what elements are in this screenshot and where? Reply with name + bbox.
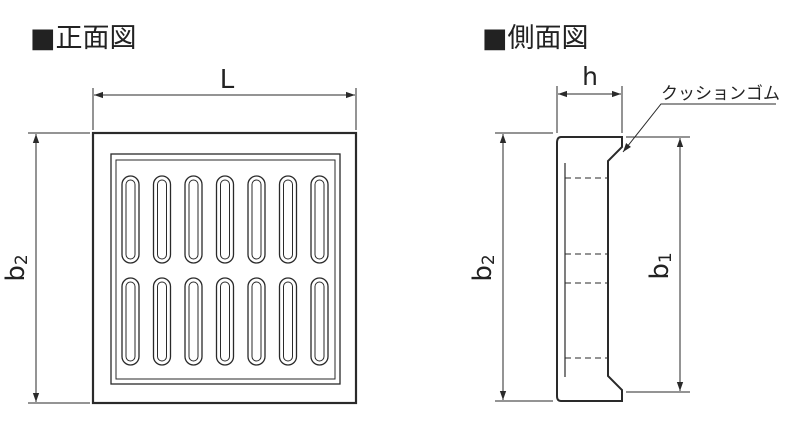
- cushion-rubber-label: クッションゴム: [661, 83, 780, 104]
- side-view-title: ■側面図: [482, 23, 589, 54]
- grate-slot-inner: [251, 179, 262, 260]
- grate-slot: [278, 277, 298, 366]
- grate-slot-inner: [314, 179, 325, 260]
- grate-slot: [215, 175, 235, 264]
- side-view: [495, 86, 776, 402]
- grate-slot: [184, 175, 203, 264]
- grate-slot-inner: [157, 179, 167, 260]
- dim-b2-side-main: b: [468, 265, 498, 282]
- dim-b2-label-side-group: b2: [468, 254, 499, 281]
- dim-b1-label-group: b1: [645, 252, 676, 279]
- grate-slot-inner: [220, 179, 230, 260]
- grate-slot: [310, 277, 329, 366]
- grate-slot-inner: [125, 281, 136, 362]
- cushion-leader-line: [622, 103, 776, 153]
- grate-slot: [121, 277, 140, 366]
- grate-slot: [215, 277, 235, 366]
- dim-b1-label: b1: [645, 252, 676, 279]
- grate-slot-inner: [283, 281, 293, 362]
- front-grate-plate-inner: [115, 159, 336, 380]
- grate-slot: [247, 277, 266, 366]
- dim-b2-front-sub: 2: [12, 254, 32, 265]
- grate-slot-inner: [314, 281, 325, 362]
- dim-b2-label-side: b2: [468, 254, 499, 281]
- grate-slot: [152, 175, 172, 264]
- dim-b2-side-sub: 2: [479, 254, 499, 265]
- front-view: [28, 88, 358, 405]
- front-slots: [121, 175, 329, 366]
- front-view-title: ■正面図: [30, 23, 137, 54]
- front-outer-frame: [91, 131, 358, 405]
- dim-h-label: h: [582, 62, 598, 91]
- grate-slot: [121, 175, 140, 264]
- grate-slot: [310, 175, 329, 264]
- dim-l-label: L: [220, 65, 235, 95]
- grate-slot-inner: [283, 179, 293, 260]
- dim-b2-front-main: b: [1, 265, 31, 282]
- dim-b1-sub: 1: [656, 252, 676, 263]
- grate-slot: [152, 277, 172, 366]
- dim-b2-label-front: b2: [1, 254, 32, 281]
- grate-slot: [278, 175, 298, 264]
- grate-slot: [247, 175, 266, 264]
- dim-b1-main: b: [645, 263, 675, 280]
- grate-slot-inner: [157, 281, 167, 362]
- grate-slot-inner: [220, 281, 230, 362]
- dim-b2-label-front-group: b2: [1, 254, 32, 281]
- grate-slot-inner: [125, 179, 136, 260]
- grate-slot-inner: [251, 281, 262, 362]
- grate-slot-inner: [188, 179, 199, 260]
- front-grate-plate: [110, 153, 341, 385]
- grate-slot: [184, 277, 203, 366]
- side-profile: [556, 136, 623, 402]
- grate-slot-inner: [188, 281, 199, 362]
